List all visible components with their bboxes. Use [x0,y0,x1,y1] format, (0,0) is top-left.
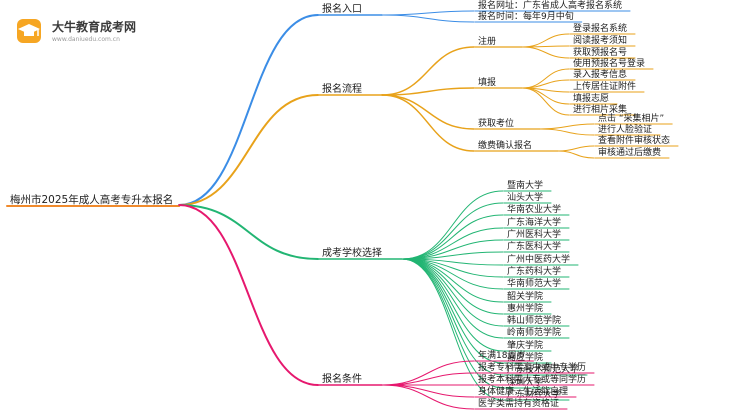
connector-line [521,79,570,89]
connector-line [521,87,570,116]
connector-line [401,258,504,339]
connector-line [401,214,504,260]
connector-line [381,46,475,96]
leaf-node[interactable]: 阅读报考须知 [573,34,627,46]
leaf-node[interactable]: 广州中医药大学 [507,253,570,265]
connector-line [178,14,319,206]
connector-line [178,94,319,206]
connector-line [381,87,475,96]
connector-line [381,384,475,410]
leaf-node[interactable]: 使用预报名号登录 [573,57,645,69]
leaf-node[interactable]: 韶关学院 [507,290,543,302]
graduation-cap-icon [17,19,41,43]
connector-line [539,128,595,136]
connector-line [401,258,504,401]
leaf-node[interactable]: 嘉应学院 [507,351,543,363]
leaf-node[interactable]: 韩山师范学院 [507,314,561,326]
leaf-node[interactable]: 广东药科大学 [507,265,561,277]
connector-line [521,68,570,89]
branch-node[interactable]: 报名入口 [322,2,362,15]
leaf-node[interactable]: 肇庆学院 [507,339,543,351]
connector-line [557,145,595,152]
leaf-node[interactable]: 上传居住证附件 [573,80,636,92]
leaf-node[interactable]: 报名网址：广东省成人高考报名系统 [478,0,622,11]
branch-node[interactable]: 成考学校选择 [322,246,382,259]
connector-line [401,258,504,352]
leaf-node[interactable]: 广东技术师范大学 [507,363,579,375]
leaf-node[interactable]: 医学类需持有资格证 [478,397,559,409]
connector-line [557,150,595,159]
leaf-node[interactable]: 报考本科需大专或等同学历 [478,373,586,385]
root-node[interactable]: 梅州市2025年成人高考专升本报名 [10,193,173,206]
leaf-node[interactable]: 填报志愿 [573,92,609,104]
leaf-node[interactable]: 查看附件审核状态 [598,134,670,146]
leaf-node[interactable]: 点击 “采集相片” [598,112,664,124]
leaf-node[interactable]: 报名时间：每年9月中旬 [478,10,574,22]
sub-node[interactable]: 获取考位 [478,117,514,129]
leaf-node[interactable]: 报考专科需高中或中专学历 [478,361,586,373]
branch-node[interactable]: 报名流程 [322,82,362,95]
connector-line [401,190,504,260]
connector-line [521,33,570,48]
connector-line [178,204,319,386]
connector-line [381,10,475,16]
leaf-node[interactable]: 暨南大学 [507,179,543,191]
leaf-node[interactable]: 身体健康，生活能自理 [478,385,568,397]
branch-node[interactable]: 报名条件 [322,372,362,385]
leaf-node[interactable]: 广州医科大学 [507,228,561,240]
logo-subtitle: www.daniuedu.com.cn [52,36,120,43]
leaf-node[interactable]: 岭南师范学院 [507,326,561,338]
leaf-node[interactable]: 获取预报名号 [573,46,627,58]
leaf-node[interactable]: 广东医科大学 [507,240,561,252]
connector-line [401,227,504,260]
leaf-node[interactable]: 惠州学院 [507,302,543,314]
leaf-node[interactable]: 汕头大学 [507,191,543,203]
connector-line [521,46,570,59]
leaf-node[interactable]: 年满18周岁 [478,349,525,361]
connector-line [401,258,504,303]
sub-node[interactable]: 填报 [478,76,496,88]
leaf-node[interactable]: 进行相片采集 [573,103,627,115]
sub-node[interactable]: 注册 [478,35,496,47]
leaf-node[interactable]: 登录报名系统 [573,22,627,34]
connector-line [401,202,504,260]
connector-line [381,14,475,23]
leaf-node[interactable]: 进行人脸验证 [598,123,652,135]
connector-line [178,204,319,260]
connector-line [381,384,475,398]
connector-line [381,94,475,152]
leaf-node[interactable]: 审核通过后缴费 [598,146,661,158]
connector-line [539,123,595,130]
leaf-node[interactable]: 华南农业大学 [507,203,561,215]
sub-node[interactable]: 缴费确认报名 [478,139,532,151]
site-logo[interactable]: 大牛教育成考网 www.daniuedu.com.cn [14,14,154,54]
leaf-node[interactable]: 华南师范大学 [507,277,561,289]
leaf-node[interactable]: 广东海洋大学 [507,216,561,228]
logo-title: 大牛教育成考网 [52,20,137,34]
connector-line [381,372,475,386]
leaf-node[interactable]: 录入报考信息 [573,68,627,80]
